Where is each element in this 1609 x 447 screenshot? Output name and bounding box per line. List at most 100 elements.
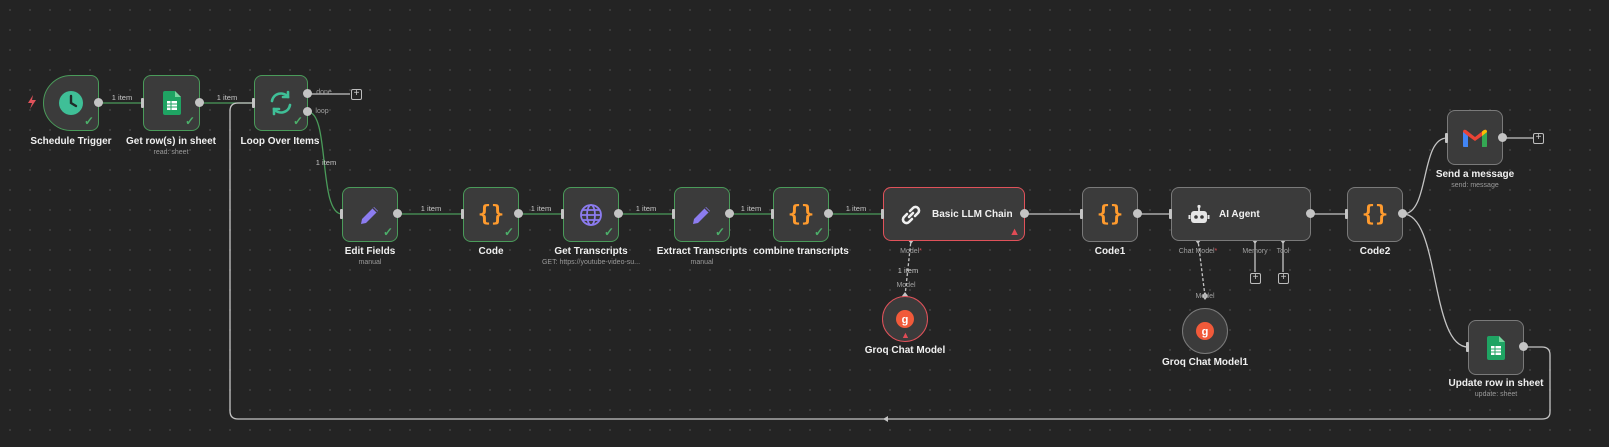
add-node-button[interactable]: + — [351, 89, 362, 100]
output-port[interactable] — [1133, 209, 1142, 218]
connection-count-label: 1 item — [845, 204, 867, 213]
node-subtitle: read: sheet — [153, 149, 189, 156]
connection-count-label: 1 item — [897, 266, 919, 275]
output-port[interactable] — [614, 209, 623, 218]
node-subtitle: update: sheet — [1474, 391, 1518, 398]
clock-icon — [44, 76, 98, 130]
input-port[interactable] — [340, 209, 343, 219]
input-port[interactable] — [1080, 209, 1083, 219]
port-label-tool: Tool — [1276, 248, 1290, 255]
loop-over-items-node[interactable]: ✓ — [254, 75, 308, 131]
trigger-bolt-icon — [26, 94, 38, 110]
basic-llm-chain-node[interactable]: Basic LLM Chain ▲ — [883, 187, 1025, 241]
success-check-icon: ✓ — [714, 225, 725, 239]
combine-transcripts-node[interactable]: {} ✓ — [773, 187, 829, 242]
connection-count-label: 1 item — [740, 204, 762, 213]
output-port[interactable] — [195, 98, 204, 107]
success-check-icon: ✓ — [813, 225, 824, 239]
ai-agent-node[interactable]: AI Agent — [1171, 187, 1311, 241]
braces-icon: {} — [1096, 202, 1124, 227]
input-port[interactable] — [1169, 209, 1172, 219]
robot-icon — [1186, 202, 1212, 228]
extract-transcripts-node[interactable]: ✓ — [674, 187, 730, 242]
groq-icon: g — [1183, 309, 1227, 353]
success-check-icon: ✓ — [382, 225, 393, 239]
node-label: Groq Chat Model — [864, 345, 946, 356]
gmail-icon — [1448, 111, 1502, 164]
output-port[interactable] — [94, 98, 103, 107]
connection-count-label: 1 item — [530, 204, 552, 213]
braces-icon: {} — [1361, 202, 1389, 227]
input-port[interactable] — [672, 209, 675, 219]
success-check-icon: ✓ — [83, 114, 94, 128]
output-port[interactable] — [393, 209, 402, 218]
warning-icon: ▲ — [1009, 226, 1020, 238]
output-port[interactable] — [1398, 209, 1407, 218]
pencil-icon — [343, 188, 397, 241]
output-port[interactable] — [1306, 209, 1315, 218]
node-label: Code1 — [1094, 246, 1126, 257]
port-label-model: Model* — [900, 248, 922, 255]
output-label-done: done — [316, 89, 332, 96]
input-port[interactable] — [141, 98, 144, 108]
connection-count-label: 1 item — [216, 93, 238, 102]
port-label-memory: Memory — [1242, 248, 1268, 255]
google-sheets-icon — [1469, 321, 1523, 374]
input-port[interactable] — [881, 209, 884, 219]
groq-chat-model-node[interactable]: g ▲ — [882, 296, 928, 342]
wire-code2-update — [1402, 213, 1469, 348]
svg-text:g: g — [902, 314, 909, 326]
output-port-loop[interactable] — [303, 107, 312, 116]
input-port[interactable] — [461, 209, 464, 219]
output-port[interactable] — [1020, 209, 1029, 218]
connection-count-label: 1 item — [111, 93, 133, 102]
port-label-model: Model — [1195, 293, 1215, 300]
wire-update-loopback — [229, 102, 1551, 420]
output-port[interactable] — [1498, 133, 1507, 142]
wire-code2-send — [1402, 137, 1448, 215]
success-check-icon: ✓ — [503, 225, 514, 239]
code-node[interactable]: {} ✓ — [463, 187, 519, 242]
get-transcripts-node[interactable]: ✓ — [563, 187, 619, 242]
link-icon — [898, 202, 924, 228]
input-port[interactable] — [252, 98, 255, 108]
node-subtitle: GET: https://youtube-video-su... — [541, 259, 641, 266]
port-label-chat-model: Chat Model* — [1178, 248, 1218, 255]
node-label: Edit Fields — [344, 246, 396, 257]
output-port-done[interactable] — [303, 89, 312, 98]
google-sheets-icon — [144, 76, 199, 130]
output-port[interactable] — [824, 209, 833, 218]
input-port[interactable] — [1345, 209, 1348, 219]
output-port[interactable] — [1519, 342, 1528, 351]
edit-fields-node[interactable]: ✓ — [342, 187, 398, 242]
code2-node[interactable]: {} — [1347, 187, 1403, 242]
warning-icon: ▲ — [901, 330, 910, 340]
add-node-button[interactable]: + — [1533, 133, 1544, 144]
pencil-icon — [675, 188, 729, 241]
input-port[interactable] — [1445, 133, 1448, 143]
wire-groq1-agent — [1197, 239, 1206, 297]
port-label-model: Model — [896, 282, 916, 289]
add-memory-button[interactable]: + — [1250, 273, 1261, 284]
groq-chat-model1-node[interactable]: g — [1182, 308, 1228, 354]
node-label: Schedule Trigger — [30, 136, 112, 147]
send-message-node[interactable] — [1447, 110, 1503, 165]
get-rows-node[interactable]: ✓ — [143, 75, 200, 131]
input-port[interactable] — [771, 209, 774, 219]
code1-node[interactable]: {} — [1082, 187, 1138, 242]
node-subtitle: manual — [690, 259, 714, 266]
output-port[interactable] — [725, 209, 734, 218]
node-subtitle: send: message — [1451, 182, 1499, 189]
node-label: Get Transcripts — [554, 246, 628, 257]
output-port[interactable] — [514, 209, 523, 218]
braces-icon: {} — [477, 202, 505, 227]
braces-icon: {} — [787, 202, 815, 227]
input-port[interactable] — [1466, 342, 1469, 352]
update-row-node[interactable] — [1468, 320, 1524, 375]
schedule-trigger-node[interactable]: ✓ — [43, 75, 99, 131]
add-tool-button[interactable]: + — [1278, 273, 1289, 284]
input-port[interactable] — [561, 209, 564, 219]
node-label: Groq Chat Model1 — [1161, 357, 1249, 368]
